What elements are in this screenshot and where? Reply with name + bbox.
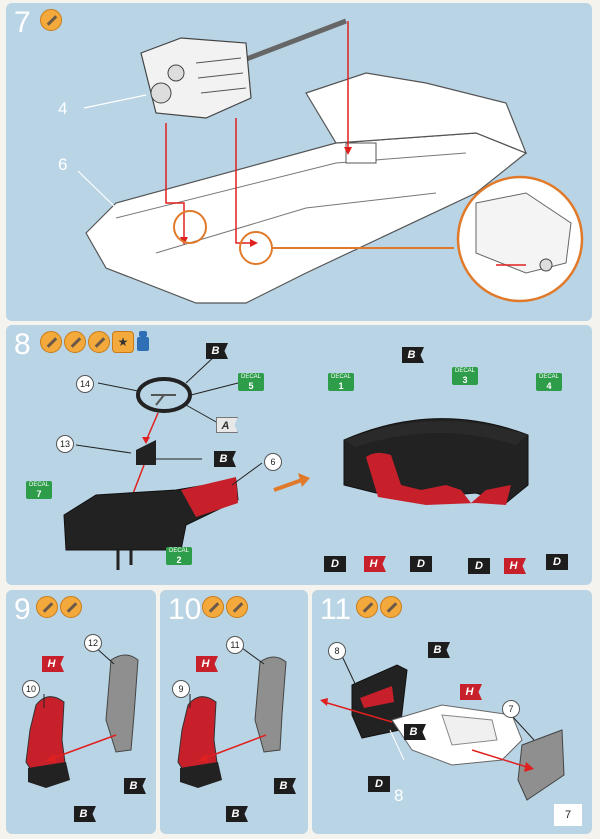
paint-flag-b: B [206, 343, 228, 359]
part-callout-12: 12 [84, 634, 102, 652]
paint-flag-b: B [402, 347, 424, 363]
part-callout-7: 7 [502, 700, 520, 718]
part-callout-8: 8 [328, 642, 346, 660]
paint-flag-h: H [504, 558, 526, 574]
part-callout-11: 11 [226, 636, 244, 654]
step-number: 7 [14, 6, 31, 39]
paint-flag-b: B [428, 642, 450, 658]
paint-flag-b: B [226, 806, 248, 822]
brush-icon [380, 596, 402, 618]
seat-diagram [25, 645, 139, 788]
decal-stamp-icon: ★ [112, 331, 134, 353]
paint-flag-b: B [74, 806, 96, 822]
part-callout-10: 10 [22, 680, 40, 698]
paint-flag-h: H [364, 556, 386, 572]
paint-pot-icon [36, 596, 58, 618]
brush-icon [60, 596, 82, 618]
paint-flag-b: B [274, 778, 296, 794]
brush-icon [88, 331, 110, 353]
step-10-icons [202, 596, 248, 618]
part-callout-9: 9 [172, 680, 190, 698]
step-9-icons [36, 596, 82, 618]
door-panel-diagram [320, 655, 565, 801]
part-callout-13: 13 [56, 435, 74, 453]
paint-pot-icon [64, 331, 86, 353]
paint-pot-icon [202, 596, 224, 618]
step-number: 10 [168, 593, 202, 626]
part-number-4: 4 [58, 99, 68, 118]
step-7-panel: 7 4 6 [6, 3, 592, 321]
page-number: 7 [554, 804, 582, 826]
step-8-icons: ★ [40, 331, 150, 353]
part-callout-14: 14 [76, 375, 94, 393]
paint-flag-d: D [468, 558, 490, 574]
step-7-icons [40, 9, 62, 31]
dashboard-diagram [63, 354, 529, 570]
paint-flag-b: B [124, 778, 146, 794]
chassis-engine-diagram [77, 18, 584, 304]
step-9-panel: 9 12 H 10 B B [6, 590, 156, 834]
step-number: 11 [320, 593, 352, 626]
paint-flag-d: D [368, 776, 390, 792]
part-number-6: 6 [58, 155, 68, 174]
paint-flag-b: B [404, 724, 426, 740]
step-number: 9 [14, 593, 31, 626]
paint-flag-h: H [196, 656, 218, 672]
seat-diagram [177, 647, 287, 788]
step-number: 8 [14, 328, 31, 361]
part-callout-6: 6 [264, 453, 282, 471]
glue-bottle-icon [136, 331, 150, 353]
step-10-panel: 10 11 H 9 B B [160, 590, 308, 834]
step-8-panel: 8 ★ B 14 [6, 325, 592, 585]
paint-flag-a: A [216, 417, 238, 433]
paint-pot-icon [40, 9, 62, 31]
paint-flag-b: B [214, 451, 236, 467]
paint-flag-d: D [410, 556, 432, 572]
step-11-panel: 11 8 B H 7 B D 8 7 [312, 590, 592, 834]
paint-flag-h: H [460, 684, 482, 700]
paint-pot-icon [40, 331, 62, 353]
paint-flag-d: D [324, 556, 346, 572]
brush-icon [226, 596, 248, 618]
step-11-icons [356, 596, 402, 618]
paint-pot-icon [356, 596, 378, 618]
part-number-8: 8 [394, 786, 404, 805]
paint-flag-h: H [42, 656, 64, 672]
paint-flag-d: D [546, 554, 568, 570]
